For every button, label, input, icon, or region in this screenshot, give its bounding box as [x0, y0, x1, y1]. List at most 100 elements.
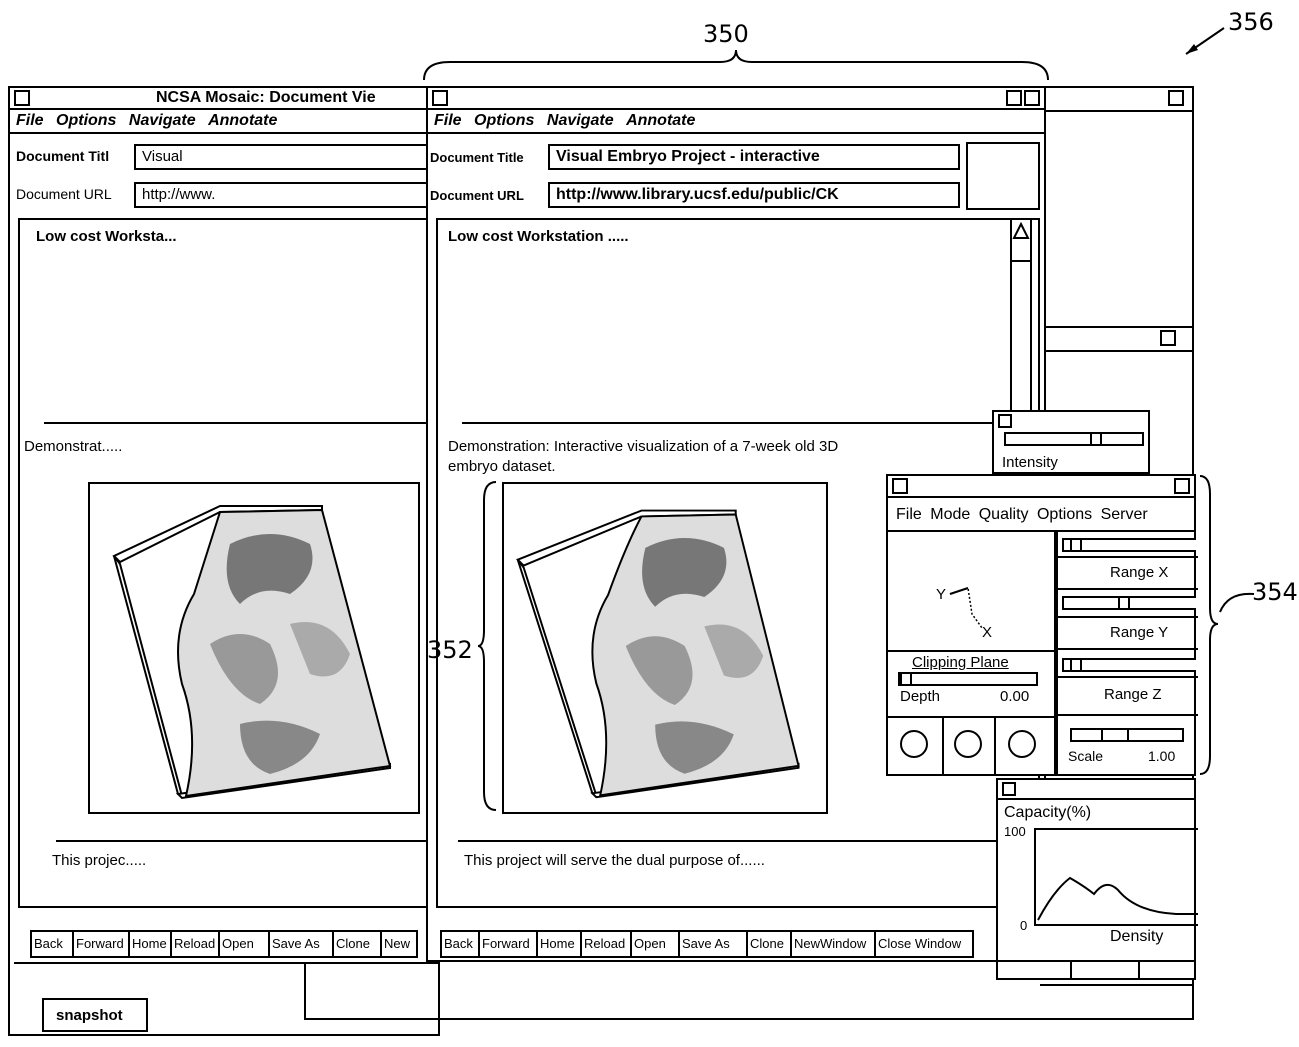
window-resize-box[interactable]: [1024, 90, 1040, 106]
menu-annotate[interactable]: Annotate: [626, 112, 696, 129]
document-title-label: Document Titl: [16, 148, 110, 164]
slider-thumb[interactable]: [1100, 728, 1129, 742]
save-as-button[interactable]: Save As: [678, 930, 748, 958]
document-title-field[interactable]: Visual Embryo Project - interactive: [548, 144, 960, 170]
brace-354: [1199, 475, 1219, 775]
scale-slider[interactable]: [1070, 728, 1184, 742]
new-window-button[interactable]: NewWindow: [790, 930, 876, 958]
forward-button[interactable]: Forward: [72, 930, 130, 958]
window-close-box[interactable]: [14, 90, 30, 106]
slider-thumb[interactable]: [1118, 596, 1130, 610]
capacity-ymin: 0: [1020, 918, 1028, 933]
back-button[interactable]: Back: [440, 930, 480, 958]
title-bar[interactable]: [888, 476, 1194, 498]
range-y-slider[interactable]: [1062, 596, 1196, 610]
range-x-slider[interactable]: [1062, 538, 1196, 552]
open-button[interactable]: Open: [630, 930, 680, 958]
axis-indicator-icon: [949, 587, 983, 629]
title-bar[interactable]: NCSA Mosaic: Document Vie: [10, 88, 438, 110]
document-url-field[interactable]: http://www.: [134, 182, 434, 208]
open-button[interactable]: Open: [218, 930, 270, 958]
capacity-xlabel: Density: [1110, 928, 1164, 945]
menu-server[interactable]: Server: [1100, 506, 1148, 523]
document-url-label: Document URL: [430, 188, 524, 203]
intensity-slider[interactable]: [1004, 432, 1144, 446]
brace-352: [477, 481, 497, 811]
slider-thumb[interactable]: [900, 672, 912, 686]
depth-slider[interactable]: [898, 672, 1038, 686]
slider-thumb[interactable]: [1090, 432, 1103, 446]
document-view: Low cost Worksta... Demonstrat..... This…: [18, 218, 438, 908]
depth-value: 0.00: [1000, 688, 1030, 705]
rotate-x-button[interactable]: [888, 718, 944, 776]
menu-navigate[interactable]: Navigate: [546, 112, 614, 129]
document-url-label: Document URL: [16, 186, 112, 202]
capacity-panel: Capacity(%) 100 0 Density: [996, 778, 1198, 980]
window-zoom-box[interactable]: [1006, 90, 1022, 106]
embryo-render: [112, 505, 392, 800]
document-title-label: Document Title: [430, 150, 524, 165]
menu-options[interactable]: Options: [1036, 506, 1093, 523]
leader-arrow-356: [1185, 27, 1225, 55]
rotate-z-button[interactable]: [996, 718, 1054, 776]
back-button[interactable]: Back: [30, 930, 74, 958]
menu-mode[interactable]: Mode: [930, 506, 971, 523]
menu-options[interactable]: Options: [474, 112, 535, 129]
callout-352: 352: [427, 636, 473, 664]
new-window-button[interactable]: New: [380, 930, 418, 958]
range-y-label: Range Y: [1110, 624, 1169, 641]
intensity-label: Intensity: [1002, 454, 1058, 471]
home-button[interactable]: Home: [128, 930, 172, 958]
home-button[interactable]: Home: [536, 930, 582, 958]
center-browser-window: File Options Navigate Annotate Document …: [426, 86, 1046, 962]
slider-thumb[interactable]: [1070, 658, 1082, 672]
panel-close-box[interactable]: [1002, 782, 1016, 796]
reload-button[interactable]: Reload: [580, 930, 632, 958]
footer-text: This project will serve the dual purpose…: [464, 852, 765, 869]
demo-text: Demonstrat.....: [24, 438, 123, 455]
menu-bar: File Mode Quality Options Server: [888, 498, 1194, 532]
brace-350: [423, 49, 1049, 81]
demo-text-line2: embryo dataset.: [448, 458, 556, 475]
visualization-window: File Mode Quality Options Server Y X Cli…: [886, 474, 1198, 776]
clone-button[interactable]: Clone: [332, 930, 382, 958]
capacity-plot: [1034, 828, 1198, 926]
forward-button[interactable]: Forward: [478, 930, 538, 958]
menu-file[interactable]: File: [16, 112, 44, 129]
close-window-button[interactable]: Close Window: [874, 930, 974, 958]
scroll-up-arrow-icon[interactable]: [1012, 222, 1030, 242]
title-bar[interactable]: [428, 88, 1044, 110]
range-z-label: Range Z: [1104, 686, 1162, 703]
menu-file[interactable]: File: [434, 112, 462, 129]
callout-354: 354: [1252, 578, 1298, 606]
reload-button[interactable]: Reload: [170, 930, 220, 958]
circle-icon: [1008, 730, 1036, 758]
range-z-slider[interactable]: [1062, 658, 1196, 672]
menu-annotate[interactable]: Annotate: [208, 112, 278, 129]
window-resize-box[interactable]: [1174, 478, 1190, 494]
menu-quality[interactable]: Quality: [978, 506, 1029, 523]
leader-354: [1219, 592, 1255, 613]
window-close-box[interactable]: [1160, 330, 1176, 346]
vertical-scrollbar[interactable]: [1010, 220, 1032, 416]
document-title-field[interactable]: Visual: [134, 144, 434, 170]
menu-file[interactable]: File: [896, 506, 922, 523]
scale-label: Scale: [1068, 748, 1104, 764]
snapshot-button[interactable]: snapshot: [42, 998, 148, 1032]
window-close-box[interactable]: [432, 90, 448, 106]
clipping-plane-panel: Clipping Plane Depth 0.00: [888, 652, 1056, 716]
panel-close-box[interactable]: [998, 414, 1012, 428]
menu-options[interactable]: Options: [56, 112, 117, 129]
clone-button[interactable]: Clone: [746, 930, 792, 958]
render-view[interactable]: Y X: [888, 532, 1056, 652]
rotate-y-button[interactable]: [944, 718, 996, 776]
embryo-image: [502, 482, 828, 814]
footer-text: This projec.....: [52, 852, 147, 869]
window-close-box[interactable]: [892, 478, 908, 494]
window-close-box[interactable]: [1168, 90, 1184, 106]
document-url-field[interactable]: http://www.library.ucsf.edu/public/CK: [548, 182, 960, 208]
save-as-button[interactable]: Save As: [268, 930, 334, 958]
menu-navigate[interactable]: Navigate: [128, 112, 196, 129]
rotation-controls: [888, 716, 1056, 776]
slider-thumb[interactable]: [1070, 538, 1082, 552]
